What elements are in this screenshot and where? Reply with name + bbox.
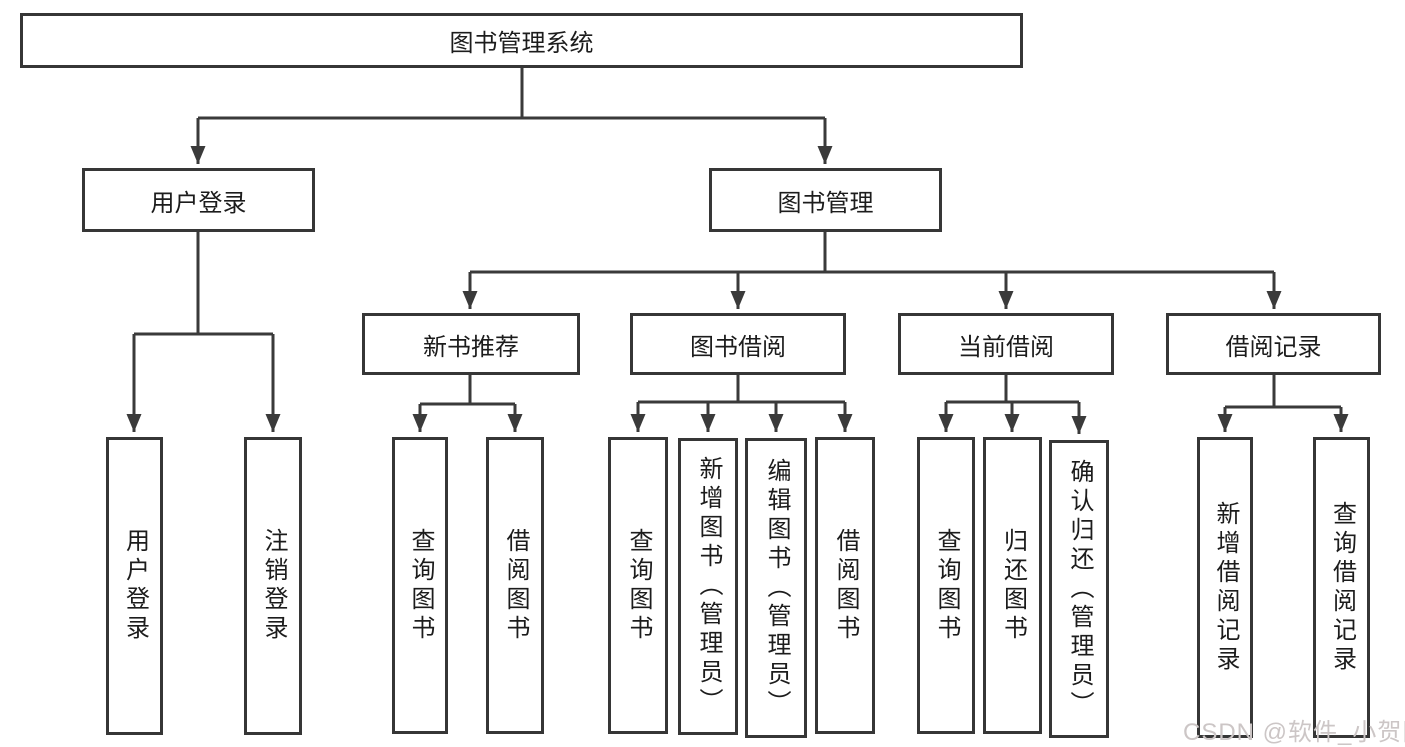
leaf-cb-return-books: 归还图书 xyxy=(983,437,1042,734)
leaf-bb-query-books: 查询图书 xyxy=(608,437,668,734)
node-current-borrow: 当前借阅 xyxy=(898,313,1114,375)
leaf-nbr-borrow-books: 借阅图书 xyxy=(486,437,544,734)
node-user-login: 用户登录 xyxy=(82,168,315,232)
leaf-cb-return-books-label: 归还图书 xyxy=(999,527,1027,644)
leaf-br-add-record-label: 新增借阅记录 xyxy=(1212,500,1239,675)
leaf-bb-add-books-admin: 新增图书（管理员） xyxy=(678,438,738,735)
csdn-watermark: CSDN @软件_小贺同学 xyxy=(1183,719,1405,746)
leaf-logout-label: 注销登录 xyxy=(260,528,287,644)
leaf-bb-borrow-books-label: 借阅图书 xyxy=(832,527,859,644)
leaf-cb-confirm-return-admin-label: 确认归还（管理员） xyxy=(1066,458,1093,720)
leaf-bb-add-books-admin-label: 新增图书（管理员） xyxy=(695,456,722,717)
leaf-bb-edit-books-admin-label: 编辑图书（管理员） xyxy=(763,457,790,719)
leaf-bb-borrow-books: 借阅图书 xyxy=(815,437,875,734)
leaf-cb-query-books-label: 查询图书 xyxy=(933,527,960,644)
leaf-br-query-record: 查询借阅记录 xyxy=(1313,437,1370,738)
leaf-bb-query-books-label: 查询图书 xyxy=(625,527,652,644)
leaf-user-login-label: 用户登录 xyxy=(121,528,149,644)
node-root-system: 图书管理系统 xyxy=(20,13,1023,68)
leaf-user-login: 用户登录 xyxy=(106,437,163,735)
leaf-br-query-record-label: 查询借阅记录 xyxy=(1328,500,1356,675)
node-book-management: 图书管理 xyxy=(709,168,942,232)
leaf-cb-confirm-return-admin: 确认归还（管理员） xyxy=(1049,440,1109,738)
node-book-borrow: 图书借阅 xyxy=(630,313,846,375)
leaf-cb-query-books: 查询图书 xyxy=(917,437,975,734)
leaf-bb-edit-books-admin: 编辑图书（管理员） xyxy=(745,438,807,738)
node-borrow-records: 借阅记录 xyxy=(1166,313,1381,375)
leaf-nbr-query-books-label: 查询图书 xyxy=(407,527,434,644)
node-new-book-recommend: 新书推荐 xyxy=(362,313,580,375)
leaf-nbr-query-books: 查询图书 xyxy=(392,437,448,734)
leaf-br-add-record: 新增借阅记录 xyxy=(1197,437,1253,738)
leaf-nbr-borrow-books-label: 借阅图书 xyxy=(502,527,529,644)
leaf-logout: 注销登录 xyxy=(244,437,302,735)
